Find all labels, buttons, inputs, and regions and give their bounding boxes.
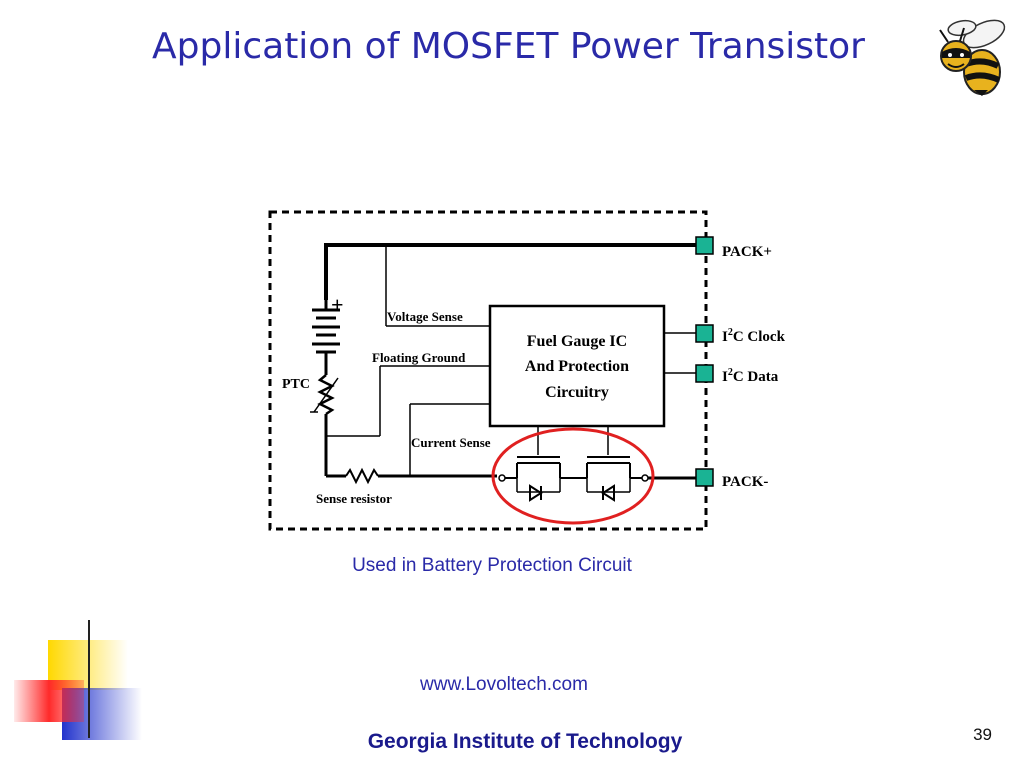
i2c-data-terminal (695, 364, 714, 383)
fuel-gauge-ic-block (488, 304, 666, 428)
pack-plus-terminal (695, 236, 714, 255)
ic-label-line1: Fuel Gauge IC (527, 333, 627, 350)
i2c-clock-terminal (695, 324, 714, 343)
i2c-clock-label: I2C Clock (722, 327, 786, 345)
ic-label-line2: And Protection (525, 358, 629, 375)
sense-resistor-label: Sense resistor (316, 491, 392, 506)
mosfet-pair-icon (498, 456, 649, 502)
voltage-sense-label: Voltage Sense (387, 309, 463, 324)
i2c-data-label: I2C Data (722, 367, 779, 385)
battery-protection-circuit-diagram: + PTC Voltage Sense Floating Ground Sens… (268, 210, 786, 531)
slide-decoration (14, 620, 1000, 740)
current-sense-label: Current Sense (411, 435, 491, 450)
ic-label-line3: Circuitry (545, 384, 609, 401)
ptc-label: PTC (282, 377, 310, 392)
mosfet-highlight-circle (491, 427, 655, 525)
sense-resistor-icon (345, 467, 379, 485)
pack-minus-label: PACK- (722, 474, 768, 490)
ptc-thermistor-icon (310, 374, 339, 416)
diagram-caption: Used in Battery Protection Circuit (352, 555, 632, 576)
footer-institution: Georgia Institute of Technology (367, 730, 683, 753)
website-url: www.Lovoltech.com (420, 674, 588, 695)
battery-plus-sign: + (331, 292, 344, 317)
yellow-jacket-logo (939, 19, 1006, 96)
pack-plus-label: PACK+ (722, 244, 772, 260)
slide-number: 39 (973, 725, 992, 744)
slide-title: Application of MOSFET Power Transistor (152, 26, 865, 67)
pack-minus-terminal (695, 468, 714, 487)
floating-ground-label: Floating Ground (372, 350, 466, 365)
